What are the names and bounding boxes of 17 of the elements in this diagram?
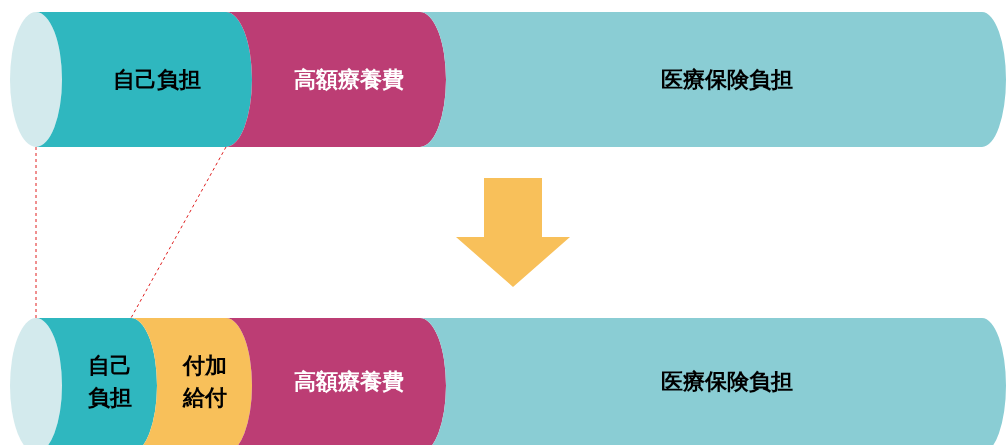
segment xyxy=(226,318,446,445)
segment-label: 高額療養費 xyxy=(294,367,404,396)
segment-label: 医療保険負担 xyxy=(661,65,793,94)
segment-label: 医療保険負担 xyxy=(661,367,793,396)
segment xyxy=(420,318,1008,445)
segment xyxy=(36,12,252,147)
segment-label: 自己負担 xyxy=(86,351,133,412)
segment xyxy=(36,318,157,445)
end-cap xyxy=(10,318,62,445)
segment-label: 自己負担 xyxy=(113,65,201,94)
down-arrow xyxy=(456,178,570,287)
segment-label: 付加給付 xyxy=(181,351,228,412)
segment xyxy=(226,12,446,147)
segment xyxy=(420,12,1008,147)
segment-label: 高額療養費 xyxy=(294,65,404,94)
end-cap xyxy=(10,12,62,147)
segment xyxy=(131,318,252,445)
